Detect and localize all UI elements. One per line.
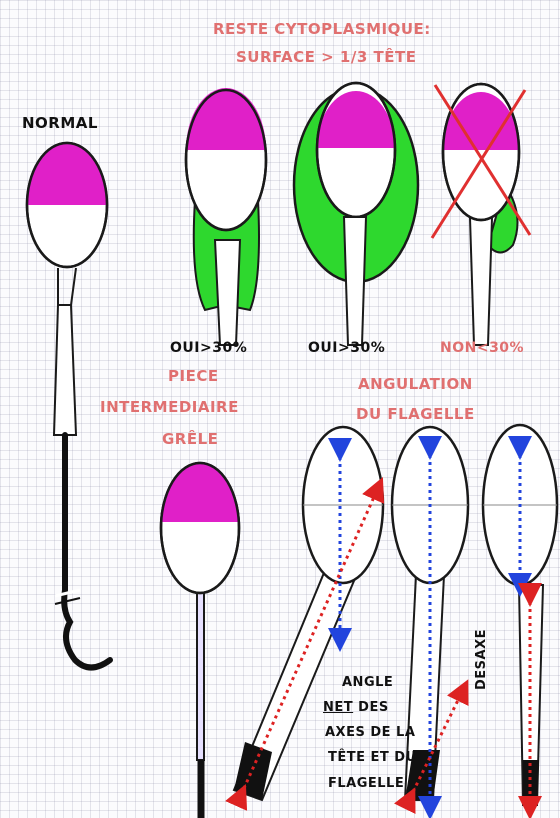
thin-midpiece-sperm: [161, 463, 239, 818]
label-angle-line3: AXES DE LA: [325, 725, 415, 740]
label-des: DES: [353, 700, 389, 715]
residue-sperm-3: [432, 84, 530, 345]
normal-end-piece: [64, 435, 110, 668]
residue-sperm-1: [186, 88, 266, 345]
label-oui-2: OUI>30%: [308, 340, 385, 356]
tail-2: [344, 217, 366, 345]
angled-sperm-3: [483, 425, 557, 808]
label-angulation-line1: ANGULATION: [358, 375, 473, 393]
label-angulation-line2: DU FLAGELLE: [356, 405, 475, 423]
residue-sperm-2: [294, 83, 418, 345]
normal-acrosome: [27, 143, 107, 205]
label-angle-line2: NET DES: [323, 700, 389, 715]
label-piece-line1: PIECE: [168, 367, 219, 385]
normal-end-piece-mark2: [55, 598, 80, 604]
acrosome-3: [443, 92, 519, 150]
label-reste-line1: RESTE CYTOPLASMIQUE:: [213, 20, 431, 38]
label-angle-line4: TÊTE ET DU: [328, 750, 417, 765]
normal-tail: [54, 305, 76, 435]
label-oui-1: OUI>30%: [170, 340, 247, 356]
label-desaxe: DESAXE: [474, 629, 489, 690]
label-angle-line1: ANGLE: [342, 675, 393, 690]
angled-sperm-1: [234, 427, 383, 800]
tail-3: [470, 218, 492, 345]
label-piece-line2: INTERMEDIAIRE: [100, 398, 239, 416]
acrosome-1: [186, 88, 266, 150]
thin-acrosome: [161, 464, 239, 522]
tail-1: [215, 240, 240, 345]
thin-midpiece: [197, 590, 204, 760]
label-normal: NORMAL: [22, 114, 98, 132]
normal-sperm: [27, 143, 110, 668]
label-net: NET: [323, 700, 353, 715]
label-reste-line2: SURFACE > 1/3 TÊTE: [236, 48, 416, 66]
label-non: NON<30%: [440, 340, 524, 356]
label-piece-line3: GRÊLE: [162, 430, 218, 448]
label-angle-line5: FLAGELLE: [328, 776, 404, 791]
